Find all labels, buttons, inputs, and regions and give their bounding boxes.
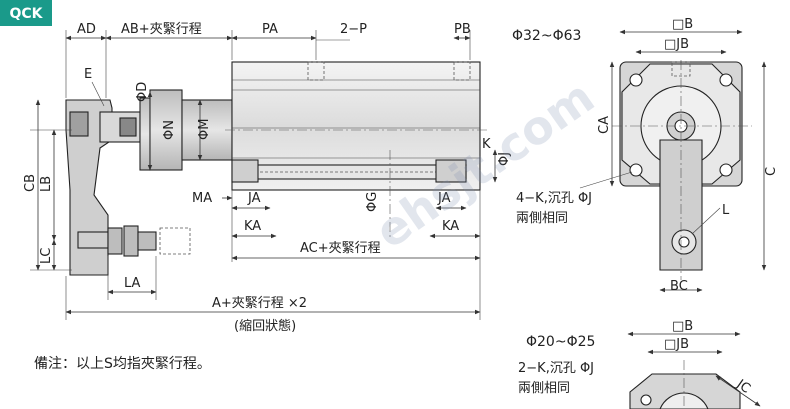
leader-L [691, 207, 721, 235]
label-N: ΦN [162, 120, 177, 140]
label-CB: CB [23, 174, 38, 192]
arm-screw [69, 111, 89, 137]
large-hole-tl [629, 73, 643, 87]
label-JA2: JA [437, 191, 451, 206]
mount-bolt-shank [77, 231, 109, 249]
label-E: E [84, 67, 92, 82]
label-AB: AB+夾緊行程 [121, 22, 202, 37]
rod-flange [149, 89, 183, 171]
label-D: ΦD [135, 82, 150, 102]
label-M: ΦM [197, 119, 212, 140]
series-tag-text: QCK [9, 6, 43, 22]
label-A-note: (縮回狀態) [234, 318, 296, 334]
label-B-large: □B [672, 17, 693, 32]
small-holes-label: 2−K,沉孔 ΦJ [518, 361, 594, 376]
remark-text: 備注：以上S均指夾緊行程。 [34, 356, 211, 372]
large-hole-br [719, 163, 733, 177]
clamp-arm [65, 99, 113, 276]
label-A: A+夾緊行程 ×2 [212, 296, 307, 311]
large-arm-hole-inner [678, 236, 690, 248]
large-range: Φ32~Φ63 [512, 28, 581, 44]
label-JB-large: □JB [664, 37, 689, 52]
small-body-top [629, 373, 741, 409]
label-JB-small: □JB [664, 337, 689, 352]
end-view-large: Φ32~Φ63 □B □JB CA C L BC 4−K,沉孔 [512, 17, 779, 294]
dim-JC [715, 375, 761, 407]
side-view: AD AB+夾緊行程 PA 2−P PB E ΦD ΦN ΦM K ΦJ CB … [23, 22, 512, 334]
mount-nut-1 [107, 227, 123, 255]
label-CA: CA [597, 116, 612, 134]
small-hole-left [640, 394, 652, 406]
label-K: K [482, 137, 491, 152]
label-C: C [764, 167, 779, 176]
leader-E [91, 81, 105, 107]
label-LB: LB [39, 176, 54, 192]
label-LC: LC [39, 248, 54, 264]
label-2P: 2−P [340, 22, 367, 37]
label-KA2: KA [442, 219, 459, 234]
large-holes-label: 4−K,沉孔 ΦJ [516, 191, 592, 206]
series-tag-bg [0, 0, 52, 26]
tie-rod-nut-left [231, 159, 259, 183]
label-MA: MA [192, 191, 212, 206]
series-tag: QCK [0, 0, 52, 26]
small-range: Φ20~Φ25 [526, 334, 595, 350]
mount-nut-3 [137, 231, 157, 251]
large-port [671, 61, 691, 77]
label-L: L [722, 203, 730, 218]
piston-rod [181, 99, 233, 161]
label-KA1: KA [244, 219, 261, 234]
end-view-small: Φ20~Φ25 □B □JB 2−K,沉孔 ΦJ 兩側相同 JC [518, 319, 761, 409]
mount-nut-2 [123, 225, 139, 257]
label-AD: AD [77, 22, 96, 37]
bolt-head [119, 117, 137, 137]
label-PB: PB [454, 22, 471, 37]
mount-bolt-hidden [159, 227, 191, 255]
label-B-small: □B [672, 319, 693, 334]
small-holes-note: 兩側相同 [518, 381, 570, 396]
large-hole-tr [719, 73, 733, 87]
label-J: ΦJ [497, 152, 512, 166]
port-a [307, 61, 325, 81]
label-LA: LA [124, 276, 141, 291]
tie-rod-nut-right [435, 159, 467, 183]
port-b [453, 61, 471, 81]
leader-holes [579, 171, 633, 189]
label-BC: BC [670, 279, 688, 294]
label-AC: AC+夾緊行程 [300, 241, 381, 256]
rod-collar [139, 97, 151, 171]
large-holes-note: 兩側相同 [516, 211, 568, 226]
label-JA1: JA [247, 191, 261, 206]
label-G: ΦG [365, 192, 380, 212]
large-hole-bl [629, 163, 643, 177]
label-PA: PA [262, 22, 278, 37]
